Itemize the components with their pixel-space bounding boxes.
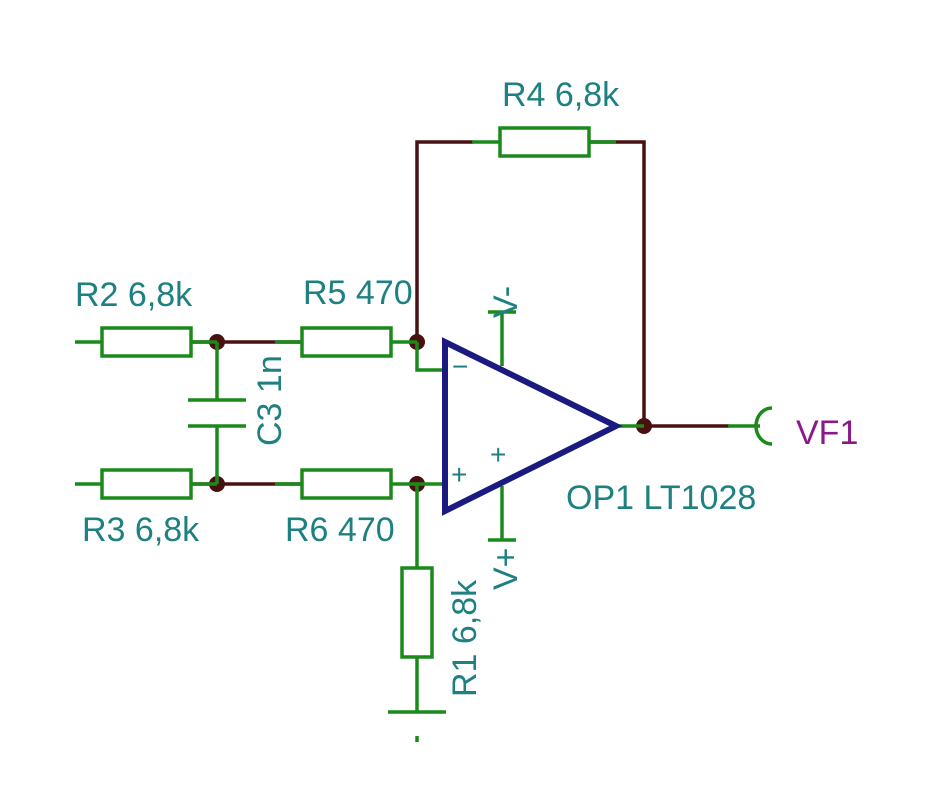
opamp-op1[interactable] — [415, 310, 644, 542]
resistor-r6[interactable] — [275, 468, 417, 500]
resistor-r4[interactable] — [472, 126, 616, 158]
opamp-minus-sign: − — [452, 351, 468, 382]
capacitor-c3[interactable] — [188, 342, 246, 484]
wire-feedback-right — [588, 140, 646, 428]
ground-icon — [388, 710, 446, 742]
vneg-label: V- — [487, 286, 525, 318]
r6-label: R6 470 — [285, 511, 395, 549]
resistor-r5[interactable] — [275, 326, 417, 358]
r2-label: R2 6,8k — [75, 276, 193, 314]
c3-label: C3 1n — [251, 355, 289, 446]
resistor-r1[interactable] — [400, 484, 434, 712]
resistor-r3[interactable] — [75, 468, 217, 500]
terminal-arc-icon — [754, 406, 773, 446]
op1-label: OP1 LT1028 — [566, 479, 756, 517]
output-terminal[interactable] — [728, 406, 773, 446]
opamp-plus-sign: + — [451, 459, 467, 490]
opamp-supply-plus-sign: + — [490, 439, 506, 470]
r5-label: R5 470 — [303, 274, 413, 312]
r1-label: R1 6,8k — [446, 579, 484, 697]
r4-label: R4 6,8k — [502, 76, 620, 114]
vpos-label: V+ — [487, 547, 525, 590]
r3-label: R3 6,8k — [82, 511, 200, 549]
opamp-triangle — [442, 337, 623, 516]
net-label-vf1: VF1 — [796, 414, 858, 452]
resistor-r2[interactable] — [75, 326, 217, 358]
wire-feedback-left — [415, 140, 474, 344]
opamp-inverting-pin — [415, 342, 445, 372]
